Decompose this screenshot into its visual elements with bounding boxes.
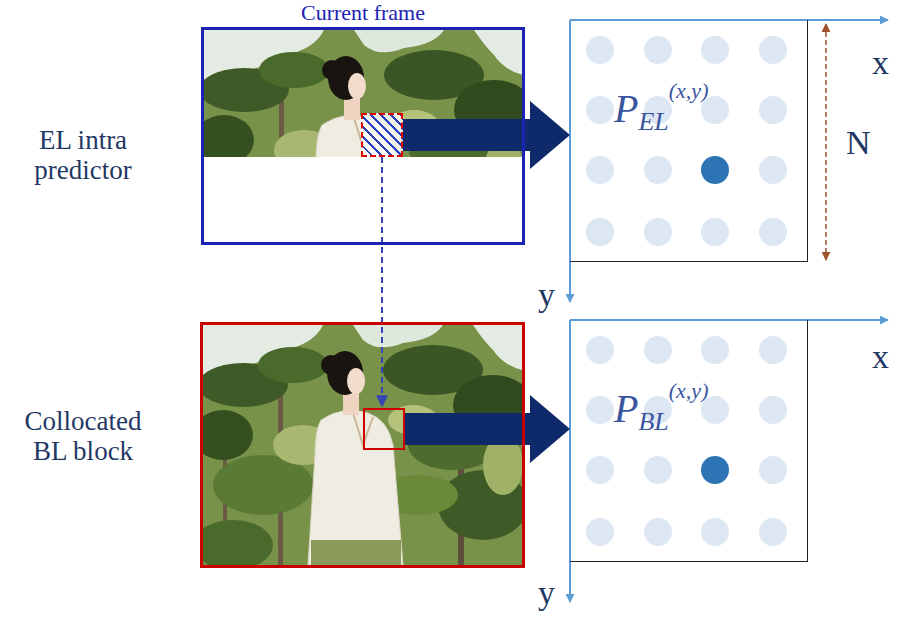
current-frame-photo <box>194 30 534 275</box>
current-sample <box>701 456 729 484</box>
block-arrow <box>405 395 570 463</box>
dimension-label: N <box>846 126 871 160</box>
axis-label: x <box>872 46 889 80</box>
math-symbol: PBL(x,y) <box>614 380 708 435</box>
frame-image: Current frameEL intra predictor <box>201 27 525 245</box>
math-symbol: PEL(x,y) <box>614 80 708 135</box>
symbol-text: EL <box>638 107 668 136</box>
base-layer-photo <box>193 325 533 570</box>
sample-dot <box>759 218 787 246</box>
predicted-block <box>361 113 403 157</box>
sample-dot <box>644 218 672 246</box>
sample-dot <box>701 518 729 546</box>
sample-block: PBL(x,y) <box>570 320 808 562</box>
sample-dot <box>586 36 614 64</box>
sample-dot <box>586 336 614 364</box>
block-arrow <box>403 101 570 169</box>
current-sample <box>701 156 729 184</box>
sample-dot <box>701 336 729 364</box>
sample-dot <box>644 336 672 364</box>
sample-dot <box>586 456 614 484</box>
sample-dot <box>644 156 672 184</box>
sample-dot <box>759 396 787 424</box>
frame-image: Collocated BL block <box>200 322 525 568</box>
sample-dot <box>759 518 787 546</box>
sample-dot <box>586 396 614 424</box>
sample-dot <box>759 96 787 124</box>
sample-dot <box>586 156 614 184</box>
axis-label: y <box>538 576 555 610</box>
coordinate-axes <box>570 20 888 602</box>
sample-dot <box>759 336 787 364</box>
dimension-arrow <box>825 24 827 260</box>
collocated-block <box>363 408 405 450</box>
sample-block: PEL(x,y) <box>570 20 808 262</box>
symbol-text: P <box>614 86 638 131</box>
sample-dot <box>644 456 672 484</box>
sample-dot <box>759 156 787 184</box>
axis-label: y <box>538 278 555 312</box>
axis-label: x <box>872 340 889 374</box>
symbol-text: BL <box>638 407 668 436</box>
dashed-arrow <box>381 157 383 406</box>
sample-dot <box>701 218 729 246</box>
symbol-text: (x,y) <box>669 378 709 403</box>
sample-dot <box>759 36 787 64</box>
symbol-text: (x,y) <box>669 78 709 103</box>
sample-dot <box>586 518 614 546</box>
sample-grid <box>586 36 787 546</box>
frame-heading: Current frame <box>204 0 522 26</box>
sample-dot <box>644 518 672 546</box>
sample-dot <box>644 36 672 64</box>
sample-dot <box>759 456 787 484</box>
side-label: EL intra predictor <box>8 125 158 185</box>
symbol-text: P <box>614 386 638 431</box>
side-label: Collocated BL block <box>8 406 158 466</box>
sample-dot <box>586 218 614 246</box>
sample-dot <box>586 96 614 124</box>
sample-dot <box>701 36 729 64</box>
